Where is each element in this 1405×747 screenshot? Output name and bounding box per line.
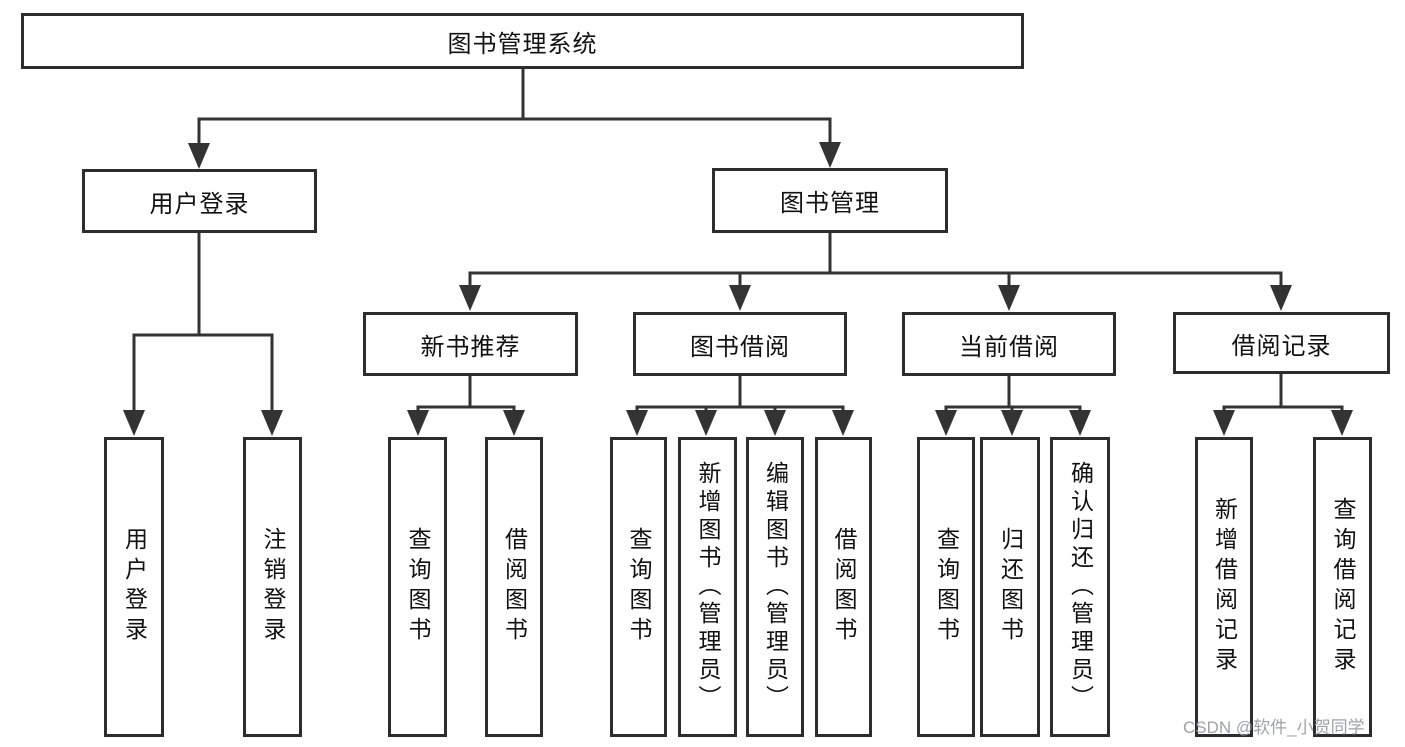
node-current-borrowing: 当前借阅 [902,312,1116,376]
leaf-query-books-recommend-label: 查询图书 [405,527,431,647]
leaf-add-borrow-record-label: 新增借阅记录 [1211,497,1238,677]
node-book-management-label: 图书管理 [780,190,880,217]
leaf-borrow-books-borrowing-label: 借阅图书 [831,527,857,647]
node-current-borrowing-label: 当前借阅 [959,333,1059,361]
leaf-logout-label: 注销登录 [260,527,286,647]
node-user-login: 用户登录 [82,169,317,233]
leaf-add-borrow-record: 新增借阅记录 [1195,437,1253,737]
leaf-confirm-return-admin-label: 确认归还（管理员） [1067,461,1094,713]
leaf-query-books-current-label: 查询图书 [933,527,960,647]
leaf-borrow-books-borrowing: 借阅图书 [815,437,872,737]
node-book-borrowing-label: 图书借阅 [690,333,790,361]
leaf-borrow-books-recommend-label: 借阅图书 [501,527,528,647]
node-borrowing-records-label: 借阅记录 [1231,332,1332,360]
leaf-query-books-current: 查询图书 [917,437,975,737]
node-user-login-label: 用户登录 [149,190,250,218]
leaf-user-login-label: 用户登录 [121,527,148,647]
node-borrowing-records: 借阅记录 [1173,312,1390,374]
leaf-logout: 注销登录 [243,437,302,737]
leaf-return-book: 归还图书 [980,437,1040,737]
leaf-borrow-books-recommend: 借阅图书 [485,437,543,737]
leaf-query-books-recommend: 查询图书 [388,437,447,737]
node-book-management: 图书管理 [712,168,948,233]
leaf-query-books-borrowing-label: 查询图书 [626,527,652,647]
leaf-query-borrow-record: 查询借阅记录 [1313,437,1372,737]
node-new-book-recommendation-label: 新书推荐 [420,333,521,361]
leaf-query-borrow-record-label: 查询借阅记录 [1330,497,1356,677]
leaf-query-books-borrowing: 查询图书 [610,437,667,737]
node-new-book-recommendation: 新书推荐 [363,312,578,376]
leaf-return-book-label: 归还图书 [997,527,1024,647]
node-book-borrowing: 图书借阅 [633,312,847,376]
node-library-system: 图书管理系统 [21,13,1024,69]
leaf-add-book-admin: 新增图书（管理员） [678,437,737,737]
leaf-add-book-admin-label: 新增图书（管理员） [695,461,721,713]
watermark: CSDN @软件_小贺同学 [1183,718,1365,737]
node-library-system-label: 图书管理系统 [447,30,598,58]
leaf-edit-book-admin-label: 编辑图书（管理员） [762,461,789,713]
leaf-edit-book-admin: 编辑图书（管理员） [746,437,804,737]
leaf-confirm-return-admin: 确认归还（管理员） [1050,437,1110,737]
arrowhead-icons [123,142,1353,436]
leaf-user-login: 用户登录 [104,437,164,737]
